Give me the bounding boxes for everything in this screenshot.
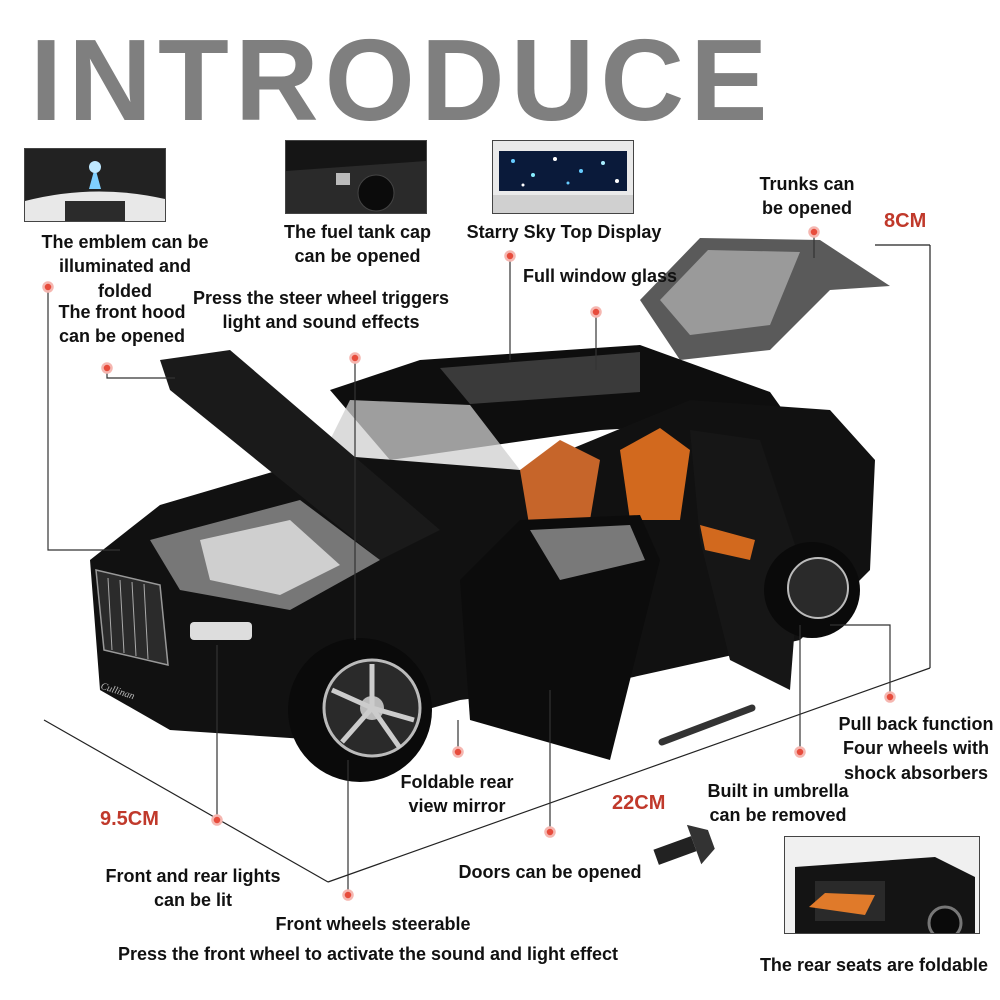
dimension-width: 9.5CM xyxy=(100,808,159,830)
emblem-thumbnail xyxy=(24,148,166,222)
fuel-cap-thumbnail xyxy=(285,140,427,214)
dimension-length: 22CM xyxy=(612,792,666,814)
label-pull-back: Pull back function Four wheels with shoc… xyxy=(838,714,994,783)
label-lights: Front and rear lights can be lit xyxy=(105,866,281,911)
label-fuel-cap: The fuel tank cap can be opened xyxy=(283,222,432,267)
label-steer-wheel: Press the steer wheel triggers light and… xyxy=(192,288,450,333)
dimension-height: 8CM xyxy=(884,210,927,232)
label-trunks: Trunks can be opened xyxy=(759,174,855,219)
label-mirror: Foldable rear view mirror xyxy=(400,772,514,817)
page-title: INTRODUCE xyxy=(30,15,774,145)
label-front-hood: The front hood can be opened xyxy=(58,302,186,347)
label-press-wheel: Press the front wheel to activate the so… xyxy=(117,944,619,964)
starry-sky-thumbnail xyxy=(492,140,634,214)
label-rear-seats: The rear seats are foldable xyxy=(759,955,989,975)
rear-seats-thumbnail xyxy=(784,836,980,934)
label-starry-sky: Starry Sky Top Display xyxy=(466,222,662,242)
label-front-wheels: Front wheels steerable xyxy=(275,914,471,934)
label-doors: Doors can be opened xyxy=(458,862,642,882)
label-umbrella: Built in umbrella can be removed xyxy=(707,781,849,826)
label-full-window: Full window glass xyxy=(522,266,677,286)
label-emblem: The emblem can be illuminated and folded xyxy=(41,232,209,301)
